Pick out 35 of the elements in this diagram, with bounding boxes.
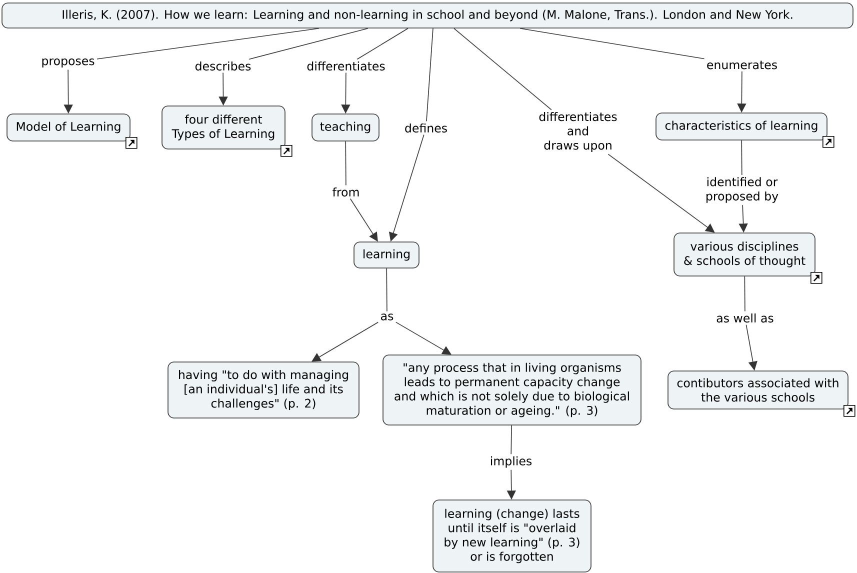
concept-box: Model of Learning [6, 114, 130, 142]
linking-phrase: enumerates [707, 60, 777, 70]
linking-phrase: differentiates [307, 61, 385, 71]
connector-line [741, 140, 742, 176]
connector-line [345, 141, 346, 186]
linking-phrase: as well as [716, 313, 774, 323]
connector-line [248, 28, 368, 60]
connector-line [426, 28, 434, 122]
concept-box: learning [354, 242, 420, 268]
citation-box: Illeris, K. (2007). How we learn: Learning and non-learning in school and beyond (M. Malone, Trans.). London and New York. [2, 2, 854, 28]
linking-phrase: proposes [42, 58, 94, 68]
arrow [396, 322, 452, 355]
connector-line [744, 276, 746, 312]
linking-phrase: describes [195, 61, 251, 71]
connector-line [454, 28, 552, 110]
linking-phrase: differentiates and draws upon [539, 112, 617, 152]
concept-box: characteristics of learning [656, 112, 828, 140]
connector-line [520, 28, 705, 60]
concept-box: four different Types of Learning [162, 106, 286, 150]
linking-phrase: defines [405, 123, 447, 133]
concept-box: various disciplines & schools of thought [674, 232, 816, 276]
connector-line [356, 28, 408, 60]
linking-phrase: as [381, 314, 394, 320]
concept-box: learning (change) lasts until itself is "overlaid by new learning" (p. 3) or is forgotten [432, 500, 592, 572]
concept-box: contibutors associated with the various schools [668, 370, 848, 410]
concept-box: teaching [312, 114, 380, 142]
concept-box: "any process that in living organisms leads to permanent capacity change and which is not solely due to biological maturation or ageing." (p. 3) [382, 354, 642, 426]
connector-line [96, 28, 320, 60]
arrow [312, 322, 379, 362]
linking-phrase: implies [491, 456, 532, 468]
connector-line [386, 268, 388, 312]
concept-box: having "to do with managing [an individual's] life and its challenges" (p. 2) [168, 362, 360, 418]
linking-phrase: from [332, 187, 359, 197]
linking-phrase: identified or proposed by [706, 177, 778, 203]
connector-line [510, 425, 512, 454]
